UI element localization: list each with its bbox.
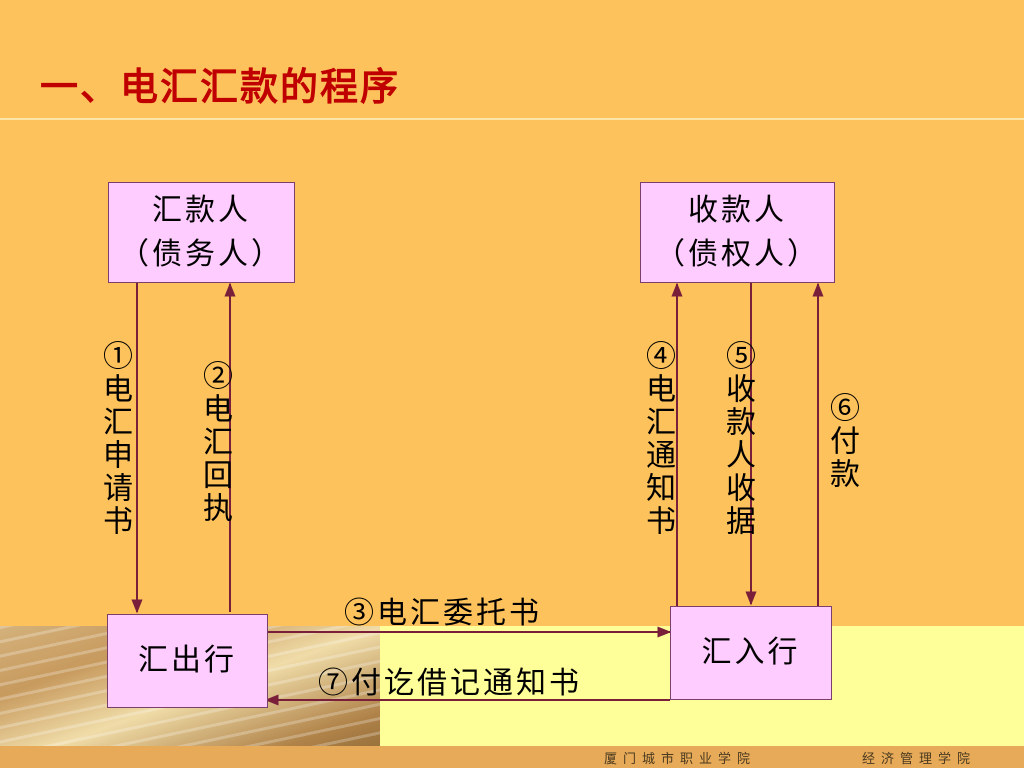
step-3-label: ③电汇委托书 — [344, 596, 542, 631]
remitting-bank-label: 汇出行 — [138, 643, 237, 678]
step-7-label: ⑦付讫借记通知书 — [318, 666, 582, 701]
remitting-bank-box: 汇出行 — [107, 614, 268, 708]
paying-bank-box: 汇入行 — [670, 606, 832, 700]
footer-band — [0, 746, 1024, 768]
remitter-role-label: （债务人） — [119, 236, 284, 272]
payee-box: 收款人 （债权人） — [640, 182, 835, 283]
step-1-label: ①电汇申请书 — [97, 340, 132, 538]
step-5-label: ⑤收款人收据 — [720, 340, 755, 538]
remitter-label: 汇款人 — [152, 192, 251, 228]
page-title: 一、电汇汇款的程序 — [40, 64, 401, 109]
step-4-label: ④电汇通知书 — [640, 340, 675, 538]
step-6-label: ⑥付款 — [824, 392, 859, 491]
footer-left-text: 厦门城市职业学院 — [604, 752, 757, 767]
paying-bank-label: 汇入行 — [701, 635, 801, 670]
footer-right-text: 经济管理学院 — [862, 752, 977, 767]
payee-label: 收款人 — [688, 192, 787, 228]
title-divider — [0, 118, 1024, 120]
step-2-label: ②电汇回执 — [197, 360, 232, 525]
remitter-box: 汇款人 （债务人） — [108, 182, 295, 283]
payee-role-label: （债权人） — [655, 236, 820, 272]
